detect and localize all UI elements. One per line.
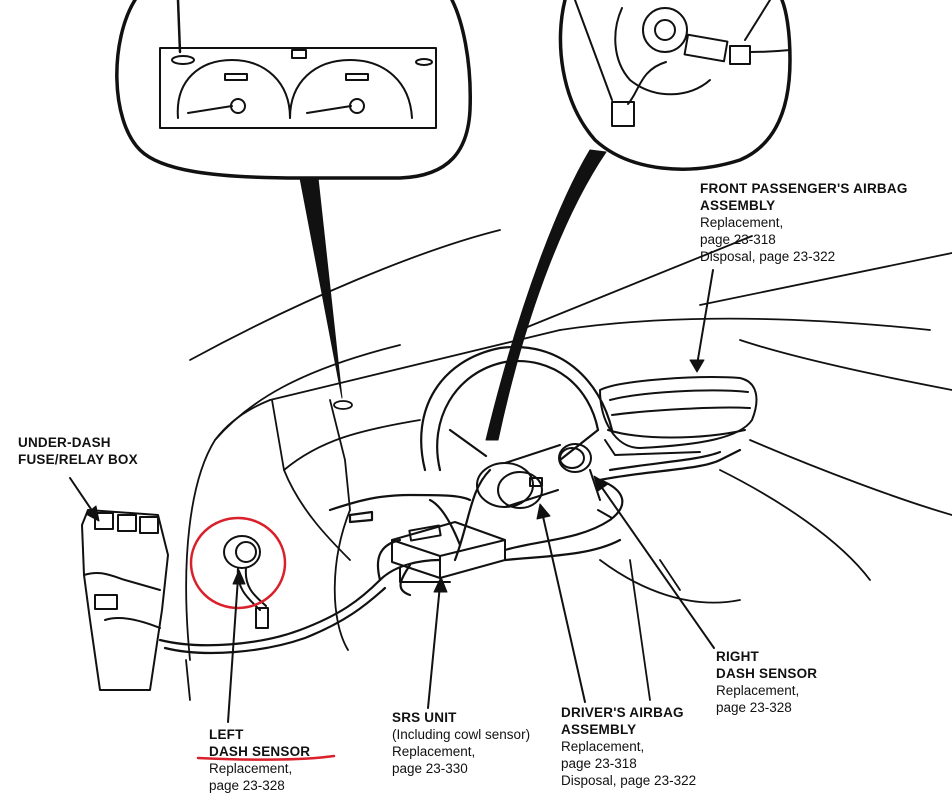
driver-airbag-line-2: page 23-318 xyxy=(561,756,637,771)
right-sensor-line-2: page 23-328 xyxy=(716,700,792,715)
front-airbag-line-3: Disposal, page 23-322 xyxy=(700,249,836,264)
left-sensor-title-2: DASH SENSOR xyxy=(209,744,311,759)
right-sensor-title-1: RIGHT xyxy=(716,649,759,664)
srs-title-1: SRS UNIT xyxy=(392,710,457,725)
fuse-box-title-2: FUSE/RELAY BOX xyxy=(18,452,138,467)
srs-line-2: Replacement, xyxy=(392,744,476,759)
label-driver-airbag: DRIVER'S AIRBAG ASSEMBLY Replacement, pa… xyxy=(561,704,696,789)
gauge-cluster-callout xyxy=(115,0,473,180)
left-sensor-line-1: Replacement, xyxy=(209,761,293,776)
right-sensor-title-2: DASH SENSOR xyxy=(716,666,818,681)
label-fuse-relay-box: UNDER-DASH FUSE/RELAY BOX xyxy=(18,434,138,468)
fuse-box-title-1: UNDER-DASH xyxy=(18,435,111,450)
driver-airbag-arrow xyxy=(541,511,586,703)
srs-line-3: page 23-330 xyxy=(392,761,468,776)
steering-pointer xyxy=(485,149,607,441)
left-sensor-highlight xyxy=(189,516,287,610)
driver-airbag-title-2: ASSEMBLY xyxy=(561,722,637,737)
left-sensor-line-2: page 23-328 xyxy=(209,778,285,793)
steering-callout xyxy=(558,0,792,171)
right-sensor-line-1: Replacement, xyxy=(716,683,800,698)
left-dash-sensor xyxy=(223,535,269,629)
right-dash-sensor xyxy=(558,443,613,519)
label-srs-unit: SRS UNIT (Including cowl sensor) Replace… xyxy=(392,709,530,777)
front-airbag-title-1: FRONT PASSENGER'S AIRBAG xyxy=(700,181,908,196)
dashboard-outline xyxy=(185,229,952,701)
driver-airbag-line-3: Disposal, page 23-322 xyxy=(561,773,697,788)
passenger-airbag-arrow xyxy=(696,269,714,366)
fuse-relay-box xyxy=(81,509,169,691)
cluster-pointer xyxy=(299,177,343,399)
front-airbag-line-1: Replacement, xyxy=(700,215,784,230)
label-front-passenger-airbag: FRONT PASSENGER'S AIRBAG ASSEMBLY Replac… xyxy=(700,180,908,265)
srs-unit xyxy=(391,521,506,583)
srs-unit-arrow xyxy=(427,584,441,709)
wiring-harness xyxy=(158,448,742,655)
left-sensor-arrow xyxy=(227,577,239,723)
fuse-box-arrow xyxy=(69,477,96,516)
right-sensor-arrow xyxy=(597,481,715,649)
srs-line-1: (Including cowl sensor) xyxy=(392,727,531,742)
driver-airbag-title-1: DRIVER'S AIRBAG xyxy=(561,705,684,720)
left-sensor-underline xyxy=(196,754,336,761)
steering-column xyxy=(476,444,585,509)
label-left-dash-sensor: LEFT DASH SENSOR Replacement, page 23-32… xyxy=(209,726,310,794)
passenger-airbag-module xyxy=(599,376,758,456)
driver-airbag-line-1: Replacement, xyxy=(561,739,645,754)
label-right-dash-sensor: RIGHT DASH SENSOR Replacement, page 23-3… xyxy=(716,648,817,716)
left-sensor-title-1: LEFT xyxy=(209,727,244,742)
front-airbag-title-2: ASSEMBLY xyxy=(700,198,776,213)
front-airbag-line-2: page 23-318 xyxy=(700,232,776,247)
